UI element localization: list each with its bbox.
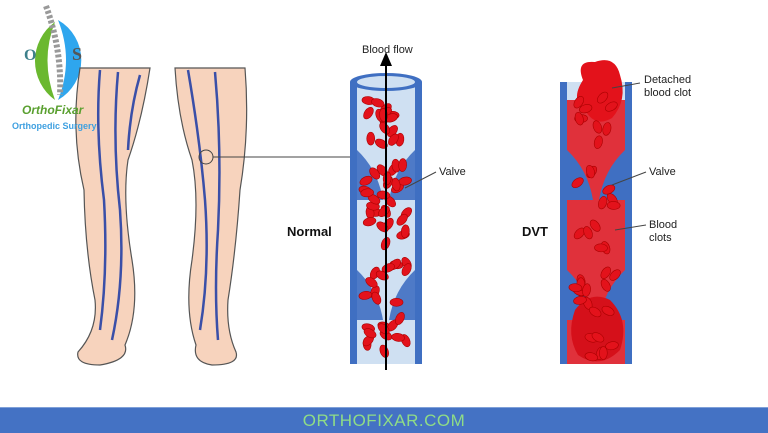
red-blood-cell — [371, 98, 385, 108]
arrow-head-icon — [380, 52, 392, 66]
valve-label-normal: Valve — [439, 166, 466, 178]
red-blood-cell — [391, 177, 401, 192]
red-blood-cell — [362, 217, 377, 227]
blood-flow-label: Blood flow — [362, 44, 413, 56]
normal-label: Normal — [287, 224, 332, 239]
logo-tagline: Orthopedic Surgery — [12, 121, 97, 131]
red-blood-cell — [389, 298, 404, 307]
red-blood-cell — [388, 133, 399, 146]
red-blood-cell — [594, 243, 608, 253]
footer-banner: ORTHOFIXAR.COM — [0, 407, 768, 433]
red-blood-cell — [585, 164, 595, 179]
right-leg — [75, 67, 151, 366]
valve — [357, 270, 415, 320]
red-blood-cell — [363, 328, 377, 339]
orthofixar-logo: O S — [24, 4, 82, 100]
red-blood-cell — [574, 112, 584, 126]
spine-icon — [43, 4, 64, 96]
red-blood-cell — [366, 131, 376, 146]
red-blood-cell — [359, 175, 373, 186]
valve-label-dvt: Valve — [649, 166, 676, 178]
legs-illustration — [75, 67, 352, 366]
logo-letter-s: S — [72, 44, 82, 64]
red-blood-cell — [395, 312, 405, 325]
red-blood-cell — [602, 122, 612, 136]
red-blood-cell — [396, 213, 408, 226]
blood-clots-label: Blood clots — [649, 219, 678, 244]
red-blood-cell — [374, 138, 388, 149]
red-blood-cell — [401, 263, 412, 276]
red-blood-cell — [582, 283, 591, 297]
normal-vein — [350, 52, 437, 370]
red-blood-cell — [602, 184, 616, 195]
dvt-label: DVT — [522, 224, 548, 239]
logo-letter-o: O — [24, 47, 36, 64]
logo-green-half — [34, 22, 55, 100]
red-blood-cell — [599, 346, 608, 360]
leg-veins — [96, 69, 221, 341]
red-blood-cell — [568, 283, 583, 293]
dvt-diagram: O S — [24, 4, 647, 370]
detached-clot-label: Detached blood clot — [644, 74, 692, 99]
red-blood-cell — [398, 158, 407, 172]
red-blood-cell — [369, 167, 381, 180]
red-blood-cell — [606, 201, 621, 210]
red-blood-cell — [592, 120, 603, 134]
red-blood-cell — [571, 177, 584, 189]
red-blood-cell — [597, 91, 609, 104]
red-blood-cell — [589, 219, 601, 232]
left-leg — [174, 67, 248, 366]
red-blood-cell — [358, 291, 373, 300]
red-blood-cell — [584, 352, 599, 362]
red-blood-cell — [593, 135, 603, 149]
logo-name: OrthoFixar — [22, 103, 84, 117]
red-blood-cell — [589, 306, 602, 318]
red-blood-cell — [578, 104, 593, 114]
red-blood-cell — [365, 277, 378, 288]
red-blood-cell — [391, 333, 405, 342]
red-blood-cell — [583, 226, 593, 240]
red-blood-cell — [363, 106, 374, 120]
red-blood-cell — [600, 266, 611, 279]
red-blood-cell — [601, 305, 615, 316]
red-blood-cell — [379, 122, 391, 135]
red-blood-cell — [605, 101, 618, 112]
red-blood-cell — [360, 188, 374, 198]
valve-leader — [404, 171, 437, 189]
red-blood-cell — [400, 224, 410, 239]
dvt-vein — [560, 60, 647, 364]
red-blood-cell — [573, 96, 584, 109]
red-blood-cell — [371, 291, 382, 305]
footer-website[interactable]: ORTHOFIXAR.COM — [302, 411, 466, 430]
red-blood-cell — [609, 269, 621, 281]
red-blood-cell — [598, 196, 608, 210]
red-blood-cell — [605, 341, 619, 351]
red-blood-cell — [573, 296, 587, 305]
red-blood-cell — [591, 332, 605, 343]
red-blood-cell — [600, 279, 611, 292]
logo-blue-half — [58, 20, 82, 100]
